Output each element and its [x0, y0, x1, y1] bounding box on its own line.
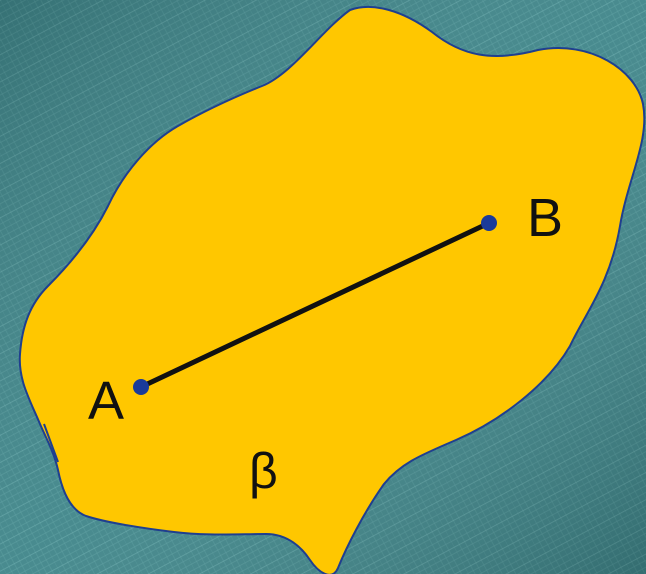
- plane-edge-notch: [43, 423, 59, 463]
- segment-ab: [138, 220, 492, 390]
- label-point-a: A: [88, 371, 124, 431]
- point-a: [133, 379, 149, 395]
- point-b: [481, 215, 497, 231]
- plane-beta-shape: [18, 6, 646, 574]
- label-plane-beta: β: [249, 443, 278, 499]
- label-point-b: B: [527, 188, 563, 248]
